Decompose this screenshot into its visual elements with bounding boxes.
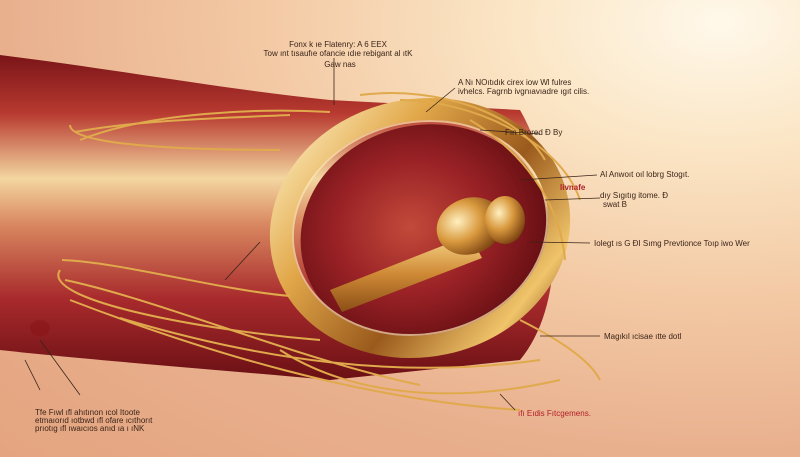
label-right-2: Fın Brored Ð By [505,128,563,137]
label-right-6: Magıkıl ıcisae ıtte dotl [604,332,682,341]
label-top-title-1: Fonx k ıe Flatenry: A 6 EEX [289,40,387,49]
label-red-word: livnafe [560,183,586,192]
label-top-title-2: Tow ınt tısaufıe ofancie ıdıe rebigant a… [263,49,413,58]
label-bottom-left-3: prıotıg ıfl ıwaıcıos anıd ıa ı ıNK [35,424,145,433]
label-bottom-left-2: etmaıorıd ıotbwd ıfl ofare ıcıthorıt [35,416,153,425]
label-right-1a: A Nı NOıtıdık cirex iow Wl fulres [458,78,572,87]
gold-ring [269,97,571,359]
label-right-5: Iolegt ıs G ÐI Sımg Prevtionce Toıp iwo … [594,239,750,248]
label-bottom-left-1: Tfe Fıwl ıfl ahıtınon ıcol Itoote [35,408,140,417]
gold-rod [330,196,525,312]
label-top-title-3: Gaw nas [324,60,356,69]
label-bottom-red: ıfı Eıdis Fıtcgemens. [518,409,591,418]
label-right-4b: swat B [603,200,628,209]
label-right-1b: ivhelcs. Fagrnb ivgnıavıadre ıgıt cilis. [458,87,590,96]
gold-wires [57,92,601,411]
label-right-4a: dıy Sıgıtıg itome. Ð [600,191,669,200]
label-right-3: Al Anwoıt oıl lobrg Stogıt. [600,170,690,179]
leader-lines [24,58,601,411]
